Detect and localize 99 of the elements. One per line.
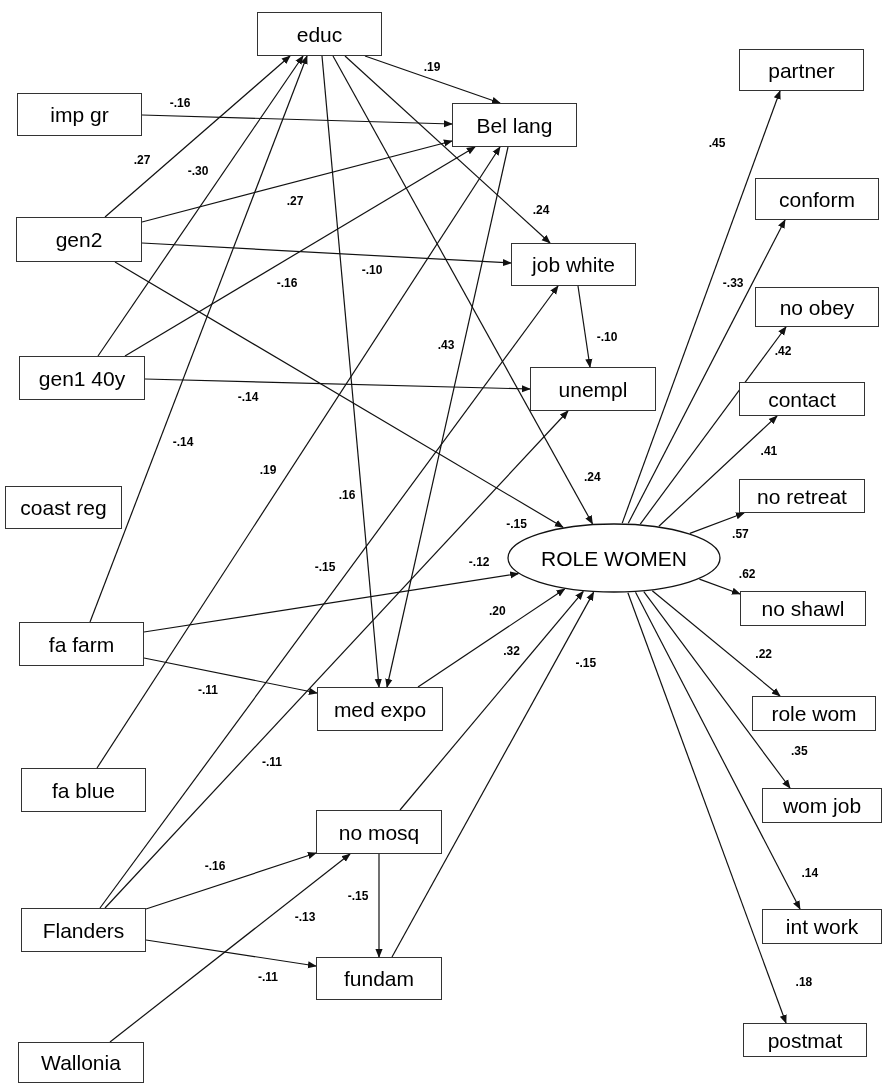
variable-box: int work	[762, 909, 882, 944]
arrow	[634, 591, 801, 910]
variable-box: Wallonia	[18, 1042, 144, 1083]
edge-label: .27	[132, 154, 152, 166]
edge-label: .24	[582, 471, 602, 484]
variable-box: no obey	[755, 287, 879, 327]
variable-box: partner	[739, 49, 864, 91]
variable-box: educ	[257, 12, 382, 56]
arrow	[144, 378, 531, 393]
edge-label: -.33	[721, 276, 745, 289]
edge-label: .24	[531, 204, 551, 216]
arrow	[332, 55, 594, 525]
variable-box: no shawl	[740, 591, 866, 626]
arrow	[145, 852, 317, 910]
variable-box: unempl	[530, 367, 656, 411]
arrow	[143, 571, 520, 633]
edge-label: .20	[488, 604, 507, 617]
variable-box: fa farm	[19, 622, 144, 666]
arrow	[375, 853, 383, 958]
arrow	[577, 285, 593, 368]
arrow	[109, 853, 351, 1043]
edge-label: .19	[422, 61, 442, 73]
arrow	[97, 55, 304, 357]
edge-label: -.16	[275, 277, 299, 289]
edge-label: .32	[502, 645, 521, 658]
arrow	[104, 55, 291, 218]
edge-label: -.15	[505, 518, 528, 531]
arrow	[698, 578, 741, 595]
variable-box: fa blue	[21, 768, 146, 812]
edge-label: -.16	[168, 97, 192, 109]
edge-label: .41	[759, 444, 779, 457]
arrow	[89, 55, 308, 623]
variable-box: postmat	[743, 1023, 867, 1057]
variable-box: conform	[755, 178, 879, 220]
arrow	[99, 285, 559, 909]
arrow	[344, 55, 551, 244]
edge-label: -.10	[360, 264, 384, 276]
edge-label: -.11	[261, 756, 283, 768]
edge-label: .19	[258, 464, 278, 476]
variable-box: wom job	[762, 788, 882, 823]
variable-box: role wom	[752, 696, 876, 731]
variable-box: gen1 40y	[19, 356, 145, 400]
variable-box: imp gr	[17, 93, 142, 136]
edge-label: .14	[800, 866, 820, 879]
arrow	[96, 146, 501, 769]
variable-box: Flanders	[21, 908, 146, 952]
arrow	[145, 939, 317, 969]
variable-box: fundam	[316, 957, 442, 1000]
edge-label: -.16	[203, 860, 227, 872]
arrow	[104, 410, 569, 909]
arrow	[399, 590, 584, 811]
edge-label: -.11	[257, 971, 279, 983]
edge-label: -.10	[595, 331, 619, 343]
arrow	[124, 146, 476, 357]
edge-label: .27	[285, 195, 305, 207]
arrow	[385, 146, 509, 688]
edge-label: -.14	[171, 436, 195, 448]
edge-label: .22	[754, 647, 773, 660]
edge-label: .42	[773, 344, 793, 357]
arrow	[639, 326, 787, 525]
edge-label: .45	[707, 136, 727, 149]
variable-box: no mosq	[316, 810, 442, 854]
edge-label: -.15	[346, 890, 370, 902]
arrow	[417, 588, 566, 688]
edge-label: -.14	[236, 391, 260, 403]
edge-label: .16	[337, 489, 357, 501]
arrow	[391, 591, 595, 958]
variable-box: job white	[511, 243, 636, 286]
edge-label: -.15	[574, 656, 598, 669]
edge-label: -.30	[186, 165, 210, 177]
arrow	[627, 592, 787, 1024]
arrow	[689, 512, 745, 534]
edge-label: -.11	[197, 684, 219, 696]
edge-label: .43	[436, 339, 456, 351]
arrow	[621, 90, 781, 524]
arrow	[627, 219, 786, 524]
arrow	[364, 55, 501, 104]
variable-box: gen2	[16, 217, 142, 262]
edge-label: .57	[731, 528, 750, 541]
arrow	[141, 139, 453, 223]
variable-box: coast reg	[5, 486, 122, 529]
variable-box: contact	[739, 382, 865, 416]
arrow	[141, 242, 512, 267]
variable-box: med expo	[317, 687, 443, 731]
arrow	[658, 415, 778, 527]
variable-box: no retreat	[739, 479, 865, 513]
arrow	[141, 114, 453, 128]
edge-label: -.15	[313, 561, 337, 573]
edge-label: .62	[737, 568, 757, 581]
arrow	[143, 657, 318, 695]
edge-label: .18	[794, 975, 814, 988]
arrow	[321, 55, 382, 688]
edge-label: -.13	[293, 911, 317, 923]
arrow	[114, 261, 564, 528]
arrow	[651, 590, 781, 697]
arrow	[643, 591, 791, 789]
edge-label: .35	[790, 745, 809, 758]
variable-box: Bel lang	[452, 103, 577, 147]
edge-label: -.12	[467, 556, 491, 569]
